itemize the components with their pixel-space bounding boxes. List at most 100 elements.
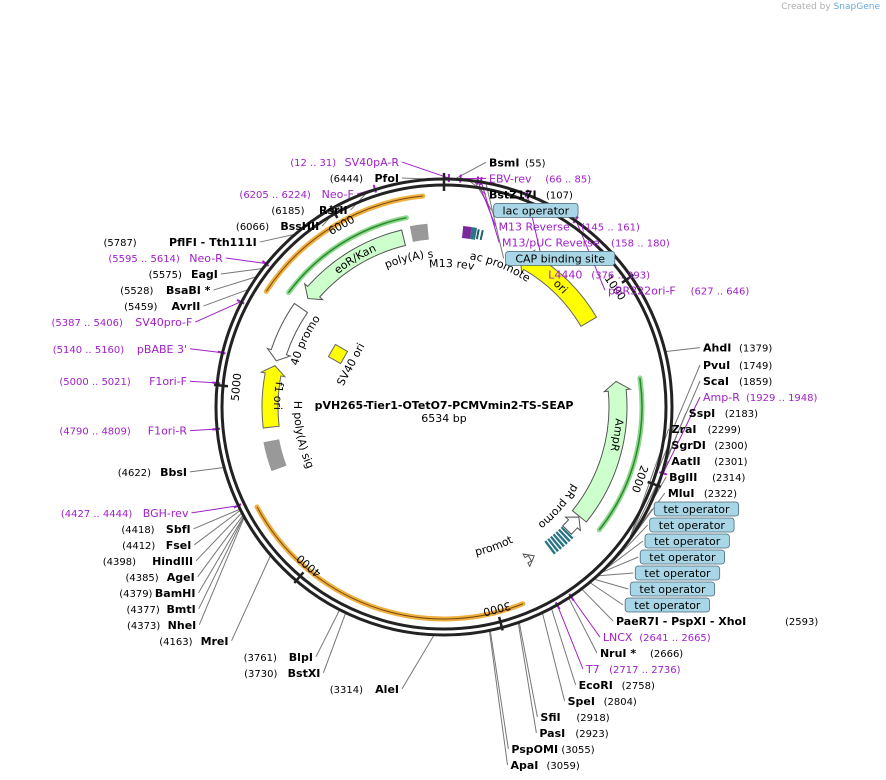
enzyme-mlui[interactable]: MluI(2322)	[668, 487, 737, 500]
feature-cap-binding-site[interactable]: CAP binding site	[505, 250, 616, 266]
enzyme-pasi[interactable]: PasI(2923)	[539, 727, 608, 740]
feature-tet-operator[interactable]: tet operator	[639, 549, 725, 565]
enzyme-mrei[interactable]: MreI(4163)	[159, 635, 228, 648]
leader-line	[594, 578, 629, 590]
enzyme-paer7i-pspxi-xhoi[interactable]: PaeR7I - PspXI - XhoI(2593)	[616, 615, 818, 628]
feature-tet-operator[interactable]: tet operator	[653, 501, 740, 517]
feature-tet-operator[interactable]: tet operator	[629, 581, 716, 597]
enzyme-position: (5459)	[124, 302, 157, 313]
enzyme-sfii[interactable]: SfiI(2918)	[540, 711, 609, 724]
feature-tet-operator[interactable]: tet operator	[634, 565, 721, 581]
enzyme-name: BglII	[669, 471, 697, 484]
leader-line	[666, 347, 701, 353]
enzyme-bmti[interactable]: BmtI(4377)	[126, 603, 195, 616]
enzyme-sgrdi[interactable]: SgrDI(2300)	[671, 439, 747, 452]
enzyme-eagi[interactable]: EagI(5575)	[149, 268, 218, 281]
enzyme-position: (2183)	[725, 409, 758, 420]
lac-promoter-block	[475, 229, 486, 241]
primer-neo-r[interactable]: Neo-R(5595 .. 5614)	[108, 252, 223, 265]
m13-rev-label: M13 rev	[429, 257, 476, 273]
primer-f1ori-r[interactable]: F1ori-R(4790 .. 4809)	[59, 425, 187, 438]
feature-tet-operator[interactable]: tet operator	[649, 517, 735, 533]
enzyme-name: BstXI	[288, 667, 321, 680]
enzyme-pvui[interactable]: PvuI(1749)	[703, 359, 772, 372]
enzyme-bsshii[interactable]: BssHII(6066)	[236, 220, 319, 233]
primer-pbabe-3[interactable]: pBABE 3'(5140 .. 5160)	[53, 343, 187, 356]
enzyme-blpi[interactable]: BlpI(3761)	[244, 651, 313, 664]
feature-tet-operator[interactable]: tet operator	[624, 597, 710, 613]
enzyme-bstz17i[interactable]: BstZ17I(107)	[489, 188, 573, 201]
primer-range: (2717 .. 2736)	[609, 665, 681, 676]
leader-line	[259, 234, 294, 243]
enzyme-position: (2593)	[785, 617, 818, 628]
enzyme-scai[interactable]: ScaI(1859)	[703, 375, 772, 388]
leader-line	[551, 608, 577, 686]
enzyme-avrii[interactable]: AvrII(5459)	[124, 300, 200, 313]
enzyme-position: (2314)	[712, 473, 745, 484]
enzyme-bglii[interactable]: BglII (2314)	[669, 471, 745, 484]
enzyme-zrai[interactable]: ZraI(2299)	[672, 423, 741, 436]
enzyme-agei[interactable]: AgeI(4385)	[125, 571, 194, 584]
primer-ebv-rev[interactable]: EBV-rev(66 .. 85)	[489, 172, 591, 185]
enzyme-fsei[interactable]: FseI(4412)	[122, 539, 191, 552]
primer-m13-puc-reverse[interactable]: M13/pUC Reverse(158 .. 180)	[502, 236, 670, 249]
leader-line	[195, 301, 241, 323]
enzyme-pfoi[interactable]: PfoI(6444)	[330, 172, 399, 185]
enzyme-pspomi[interactable]: PspOMI(3055)	[511, 743, 594, 756]
leader-line	[401, 635, 435, 690]
primer-t7[interactable]: T7(2717 .. 2736)	[585, 663, 681, 676]
leader-line	[322, 613, 346, 674]
primer-l4440[interactable]: L4440(376 .. 393)	[548, 268, 650, 281]
enzyme-bamhi[interactable]: BamHI(4379)	[119, 587, 195, 600]
leader-line	[590, 582, 624, 606]
enzyme-ecori[interactable]: EcoRI(2758)	[579, 679, 655, 692]
enzyme-bsabi[interactable]: BsaBI *(5528)	[120, 284, 211, 297]
feature-lac-operator[interactable]: lac operator	[493, 202, 579, 218]
enzyme-hindiii[interactable]: HindIII(4398)	[103, 555, 193, 568]
primer-amp-r[interactable]: Amp-R(1929 .. 1948)	[703, 391, 818, 404]
enzyme-aatii[interactable]: AatII(2301)	[671, 455, 747, 468]
primer-range: (66 .. 85)	[545, 174, 591, 185]
tick-mark	[621, 273, 635, 284]
feature-tet-operator[interactable]: tet operator	[644, 533, 730, 549]
enzyme-nhei[interactable]: NheI(4373)	[127, 619, 196, 632]
primer-range: (4427 .. 4444)	[61, 509, 133, 520]
ori-arrow	[519, 249, 598, 327]
enzyme-name: BsmI	[489, 156, 520, 169]
enzyme-spei[interactable]: SpeI(2804)	[568, 695, 637, 708]
enzyme-rsrii[interactable]: RsrII(6185)	[271, 204, 347, 217]
feature-box	[644, 533, 730, 549]
enzyme-name: BsaBI *	[166, 284, 211, 297]
enzyme-nrui[interactable]: NruI *(2666)	[600, 647, 683, 660]
primer-f1ori-f[interactable]: F1ori-F(5000 .. 5021)	[59, 375, 187, 388]
primer-name: M13/pUC Reverse	[502, 236, 600, 249]
enzyme-alei[interactable]: AleI(3314)	[330, 683, 399, 696]
enzyme-sspi[interactable]: SspI(2183)	[689, 407, 758, 420]
feature-box	[634, 565, 721, 581]
sv40-promoter-arrow	[266, 302, 309, 362]
leader-line	[191, 505, 238, 514]
primer-pbr322ori-f[interactable]: pBR322ori-F(627 .. 646)	[608, 284, 749, 297]
primer-bgh-rev[interactable]: BGH-rev(4427 .. 4444)	[61, 507, 189, 520]
feature-box-label: tet operator	[639, 583, 706, 596]
enzyme-bstxi[interactable]: BstXI(3730)	[244, 667, 320, 680]
enzyme-bsmi[interactable]: BsmI(55)	[489, 156, 546, 169]
leader-line	[662, 396, 701, 474]
tet-operator-block	[558, 528, 571, 543]
primer-lncx[interactable]: LNCX(2641 .. 2665)	[603, 631, 711, 644]
tet-operator-block	[560, 526, 574, 540]
enzyme-name: MreI	[201, 635, 229, 648]
enzyme-bbsi[interactable]: BbsI(4622)	[118, 466, 187, 479]
primer-sv40pa-r[interactable]: SV40pA-R(12 .. 31)	[290, 156, 399, 169]
enzyme-name: RsrII	[319, 204, 348, 217]
enzyme-ahdi[interactable]: AhdI(1379)	[703, 342, 772, 355]
primer-m13-reverse[interactable]: M13 Reverse(145 .. 161)	[499, 220, 640, 233]
enzyme-apai[interactable]: ApaI(3059)	[510, 759, 579, 772]
primer-sv40pro-f[interactable]: SV40pro-F(5387 .. 5406)	[51, 316, 192, 329]
enzyme-pflfi-tth111i[interactable]: PflFI - Tth111I(5787)	[103, 236, 256, 249]
primer-name: Amp-R	[703, 391, 740, 404]
enzyme-name: SpeI	[568, 695, 595, 708]
enzyme-sbfi[interactable]: SbfI(4418)	[121, 523, 190, 536]
primer-neo-f[interactable]: Neo-F(6205 .. 6224)	[239, 188, 353, 201]
primer-name: L4440	[548, 268, 582, 281]
